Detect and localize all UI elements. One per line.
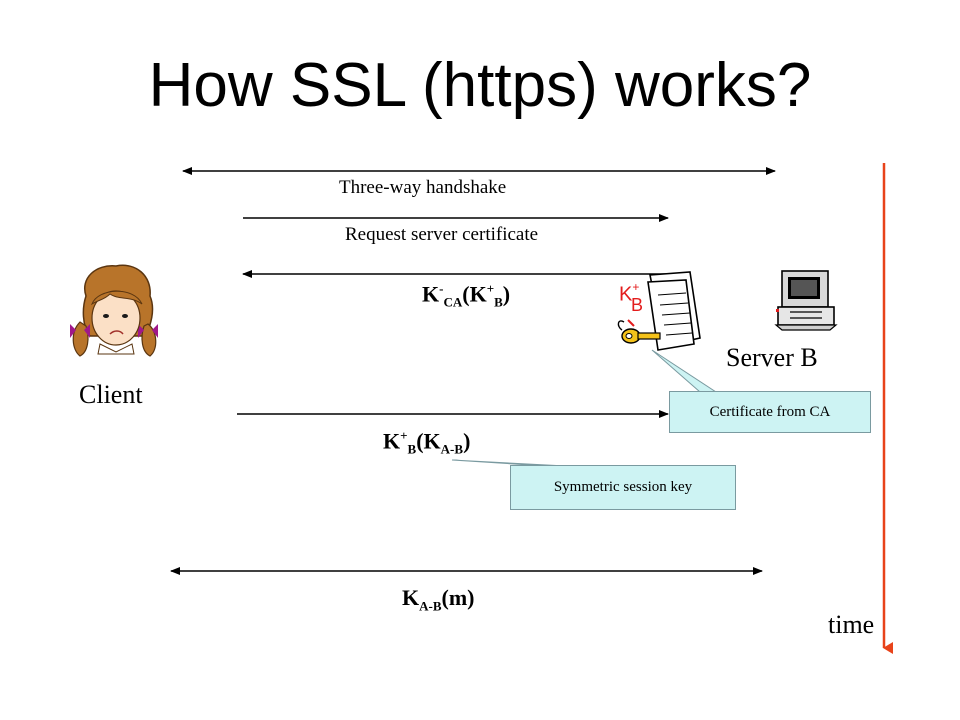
client-icon: [70, 264, 158, 357]
server-label: Server B: [726, 343, 818, 372]
server-icon: [774, 270, 838, 331]
session-key-label: K+B(KA-B): [383, 428, 471, 457]
certificate-icon: [617, 271, 701, 351]
time-label: time: [828, 610, 875, 639]
slide-title: How SSL (https) works?: [148, 51, 812, 120]
symmetric-callout: Symmetric session key: [510, 465, 736, 510]
certificate-key-label: K+ B: [619, 280, 644, 315]
request-cert-label: Request server certificate: [345, 224, 539, 245]
handshake-label: Three-way handshake: [339, 177, 507, 198]
client-label: Client: [79, 380, 143, 409]
certificate-callout-pointer: [651, 349, 718, 393]
certificate-callout: Certificate from CA: [669, 391, 871, 433]
signed-cert-label: K-CA(K+B): [422, 281, 511, 310]
data-label: KA-B(m): [402, 585, 475, 614]
